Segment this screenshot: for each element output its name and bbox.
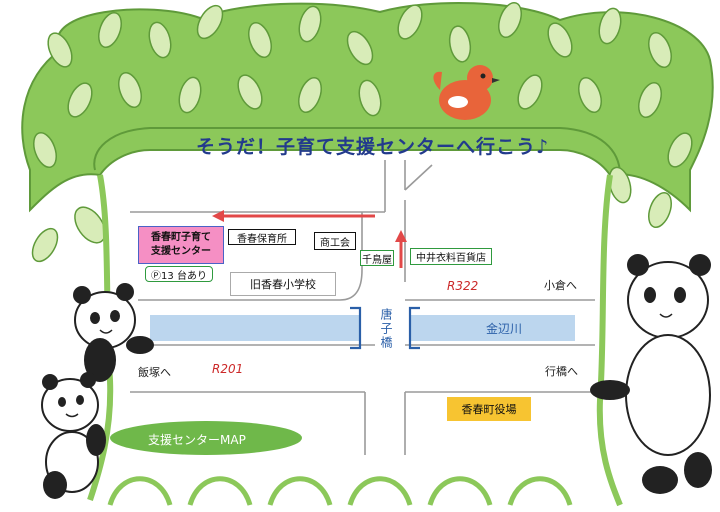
panda-right	[590, 254, 712, 494]
to-ogura-label: 小倉へ	[544, 279, 577, 292]
bird-illustration	[433, 65, 500, 120]
support-center-name-line2: 支援センター	[151, 246, 211, 257]
map-badge-oval	[110, 421, 302, 455]
panda-left-lower	[41, 372, 106, 499]
canopy-leaves	[31, 1, 693, 263]
route-arrows	[212, 210, 407, 268]
parking-label: Ⓟ13 台あり	[145, 266, 213, 282]
route-322-label: R322	[447, 279, 479, 293]
river-west	[150, 315, 360, 341]
river-label: 金辺川	[486, 322, 523, 336]
chidoriya-label: 千鳥屋	[360, 250, 394, 266]
route-201-label: R201	[212, 362, 244, 376]
town-office-label: 香春町役場	[447, 397, 531, 421]
to-yukuhashi-label: 行橋へ	[545, 365, 578, 378]
panda-left-upper	[73, 283, 154, 382]
page-title: そうだ！子育て支援センターへ行こう♪	[196, 136, 550, 158]
tree-roots	[107, 476, 573, 506]
roads	[130, 160, 595, 455]
bridge-label: 唐子橋	[379, 308, 393, 350]
river-east	[410, 315, 575, 341]
old-school-label: 旧香春小学校	[230, 272, 336, 296]
bridge-rail-left	[350, 306, 362, 350]
nakai-store-label: 中井衣料百貨店	[410, 248, 492, 265]
support-center-name-line1: 香春町子育て	[151, 232, 211, 243]
support-center-box: 香春町子育て 支援センター	[138, 226, 224, 264]
map-badge-label: 支援センターMAP	[148, 433, 246, 447]
shokokai-label: 商工会	[314, 232, 356, 250]
nursery-label: 香春保育所	[228, 229, 296, 245]
to-iizuka-label: 飯塚へ	[138, 366, 171, 379]
bridge-rail-right	[408, 306, 420, 350]
